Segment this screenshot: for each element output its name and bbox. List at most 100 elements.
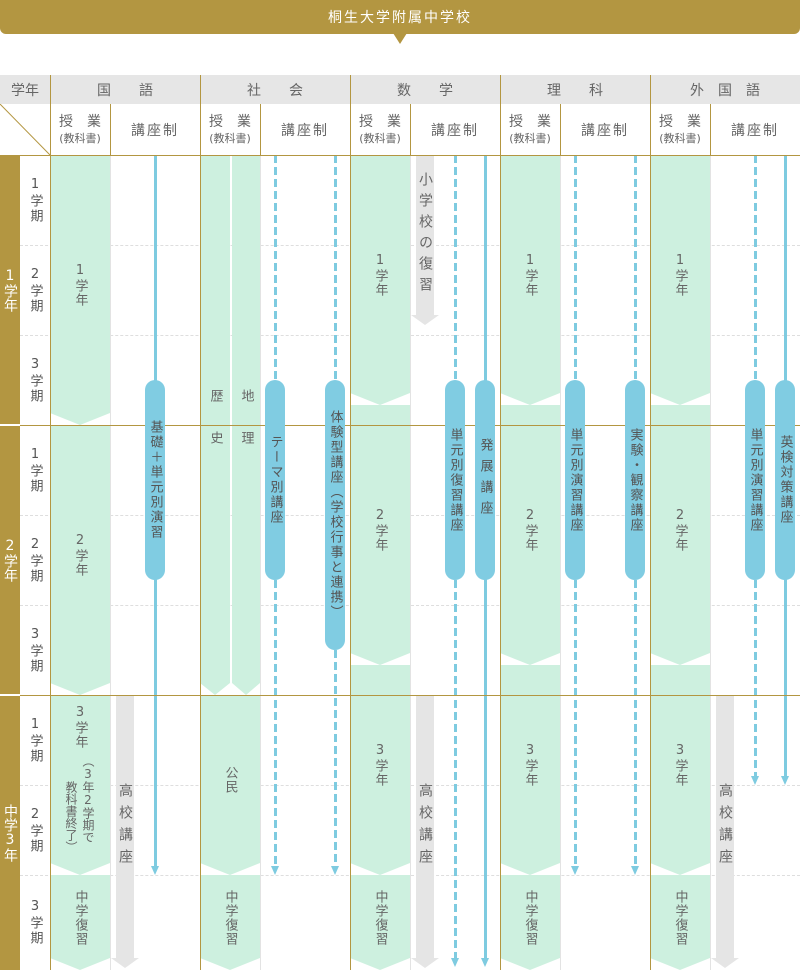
school-title-banner: 桐生大学附属中学校 xyxy=(0,0,800,34)
textbook-math-year2: 2学年 xyxy=(350,405,410,665)
header-sub-divider xyxy=(260,104,261,155)
lecture-line-science-unit xyxy=(574,155,577,383)
term-label: 2学期 xyxy=(27,806,43,854)
term-label: 1学期 xyxy=(27,716,43,764)
lecture-line-math-review xyxy=(454,580,457,960)
term-label: 3学期 xyxy=(27,356,43,404)
year-divider xyxy=(20,695,800,696)
term-label: 3学期 xyxy=(27,626,43,674)
class-header-japanese: 授 業(教科書) xyxy=(50,104,110,155)
textbook-civics: 公民 xyxy=(200,695,260,875)
arrow-down-icon xyxy=(451,958,459,967)
lecture-pill-social-theme: テーマ別講座 xyxy=(265,380,285,580)
lecture-line-social-theme xyxy=(274,580,277,867)
textbook-science-review: 中学復習 xyxy=(500,875,560,970)
class-header-foreign: 授 業(教科書) xyxy=(650,104,710,155)
header-bottom-border xyxy=(0,155,800,156)
textbook-label: 中学復習 xyxy=(72,889,88,946)
textbook-science-year1: 1学年 xyxy=(500,155,560,405)
class-sublabel: (教科書) xyxy=(59,131,101,145)
lecture-line-social-experience xyxy=(334,155,337,383)
textbook-social-review: 中学復習 xyxy=(200,875,260,970)
year-label-3: 中学3年 xyxy=(0,696,20,970)
high-school-label: 高校講座 xyxy=(117,782,133,871)
lecture-pill-foreign-eiken: 英検対策講座 xyxy=(775,380,795,580)
lecture-header-math: 講座制 xyxy=(431,122,479,139)
arrow-down-icon xyxy=(151,866,159,875)
lecture-pill-science-unit: 単元別演習講座 xyxy=(565,380,585,580)
textbook-japanese-year1: 1学年 xyxy=(50,155,110,425)
textbook-math-year1: 1学年 xyxy=(350,155,410,405)
header-sub-divider xyxy=(710,104,711,155)
lecture-line-math-review xyxy=(454,155,457,383)
lecture-line-science-unit xyxy=(574,580,577,867)
subject-divider xyxy=(650,75,651,970)
class-header-science: 授 業(教科書) xyxy=(500,104,560,155)
elementary-review-arrow: 小学校の復習 xyxy=(411,155,439,325)
column-divider xyxy=(110,155,111,970)
year-label-1: 1学年 xyxy=(0,156,20,424)
textbook-label: 2学年 xyxy=(672,508,688,552)
subject-divider xyxy=(200,75,201,970)
textbook-label: 1学年 xyxy=(372,253,388,297)
lecture-pill-foreign-unit: 単元別演習講座 xyxy=(745,380,765,580)
year-divider xyxy=(20,425,800,426)
textbook-label: 3学年 xyxy=(522,743,538,787)
lecture-line-foreign-unit xyxy=(754,580,757,777)
textbook-foreign-review: 中学復習 xyxy=(650,875,710,970)
subject-divider xyxy=(350,75,351,970)
textbook-note: （3年2学期で 教科書終了） xyxy=(63,755,97,853)
banner-pointer-icon xyxy=(393,33,407,44)
textbook-math-review: 中学復習 xyxy=(350,875,410,970)
lecture-line-foreign-eiken xyxy=(784,155,787,385)
textbook-japanese-year3: 3学年 （3年2学期で 教科書終了） xyxy=(50,695,110,875)
lecture-line-japanese xyxy=(154,155,157,385)
class-sublabel: (教科書) xyxy=(209,131,251,145)
lecture-line-social-experience xyxy=(334,650,337,867)
textbook-label: 地 理 xyxy=(238,388,254,452)
lecture-line-math-advanced xyxy=(484,578,487,960)
textbook-label: 公民 xyxy=(222,766,238,794)
textbook-foreign-year2: 2学年 xyxy=(650,405,710,665)
arrow-down-icon xyxy=(751,776,759,785)
school-title: 桐生大学附属中学校 xyxy=(328,10,472,26)
high-school-label: 高校講座 xyxy=(717,782,733,871)
textbook-foreign-year1: 1学年 xyxy=(650,155,710,405)
textbook-label: 中学復習 xyxy=(372,889,388,946)
lecture-line-science-experiment xyxy=(634,580,637,867)
lecture-line-math-advanced xyxy=(484,155,487,385)
class-label: 授 業 xyxy=(359,113,401,130)
class-sublabel: (教科書) xyxy=(659,131,701,145)
lecture-pill-social-experience: 体験型講座（学校行事と連携） xyxy=(325,380,345,650)
high-school-arrow-math: 高校講座 xyxy=(411,695,439,968)
term-label: 3学期 xyxy=(27,899,43,946)
term-label: 2学期 xyxy=(27,266,43,314)
lecture-pill-science-experiment: 実験・観察講座 xyxy=(625,380,645,580)
lecture-header-foreign: 講座制 xyxy=(731,122,779,139)
arrow-down-icon xyxy=(481,958,489,967)
grade-header: 学年 xyxy=(11,82,39,99)
column-divider xyxy=(560,155,561,970)
textbook-japanese-review: 中学復習 xyxy=(50,875,110,970)
class-label: 授 業 xyxy=(659,113,701,130)
subject-header-science: 理 科 xyxy=(547,82,603,99)
class-label: 授 業 xyxy=(209,113,251,130)
diagonal-divider-icon xyxy=(0,104,50,155)
high-school-arrow-japanese: 高校講座 xyxy=(111,695,139,968)
class-header-math: 授 業(教科書) xyxy=(350,104,410,155)
textbook-label: 中学復習 xyxy=(672,889,688,946)
year-label-2: 2学年 xyxy=(0,426,20,694)
lecture-header-social: 講座制 xyxy=(281,122,329,139)
textbook-science-year2: 2学年 xyxy=(500,405,560,665)
lecture-header-japanese: 講座制 xyxy=(131,122,179,139)
subject-header-social: 社 会 xyxy=(247,82,303,99)
textbook-foreign-year3: 3学年 xyxy=(650,665,710,875)
textbook-label: 3学年 xyxy=(672,743,688,787)
header-row-subjects xyxy=(0,75,800,104)
textbook-note-line: （3年2学期で xyxy=(81,755,95,843)
lecture-line-social-theme xyxy=(274,155,277,383)
textbook-label: 中学復習 xyxy=(222,889,238,946)
lecture-pill-japanese-basic: 基礎＋単元別演習 xyxy=(145,380,165,580)
high-school-arrow-foreign: 高校講座 xyxy=(711,695,739,968)
